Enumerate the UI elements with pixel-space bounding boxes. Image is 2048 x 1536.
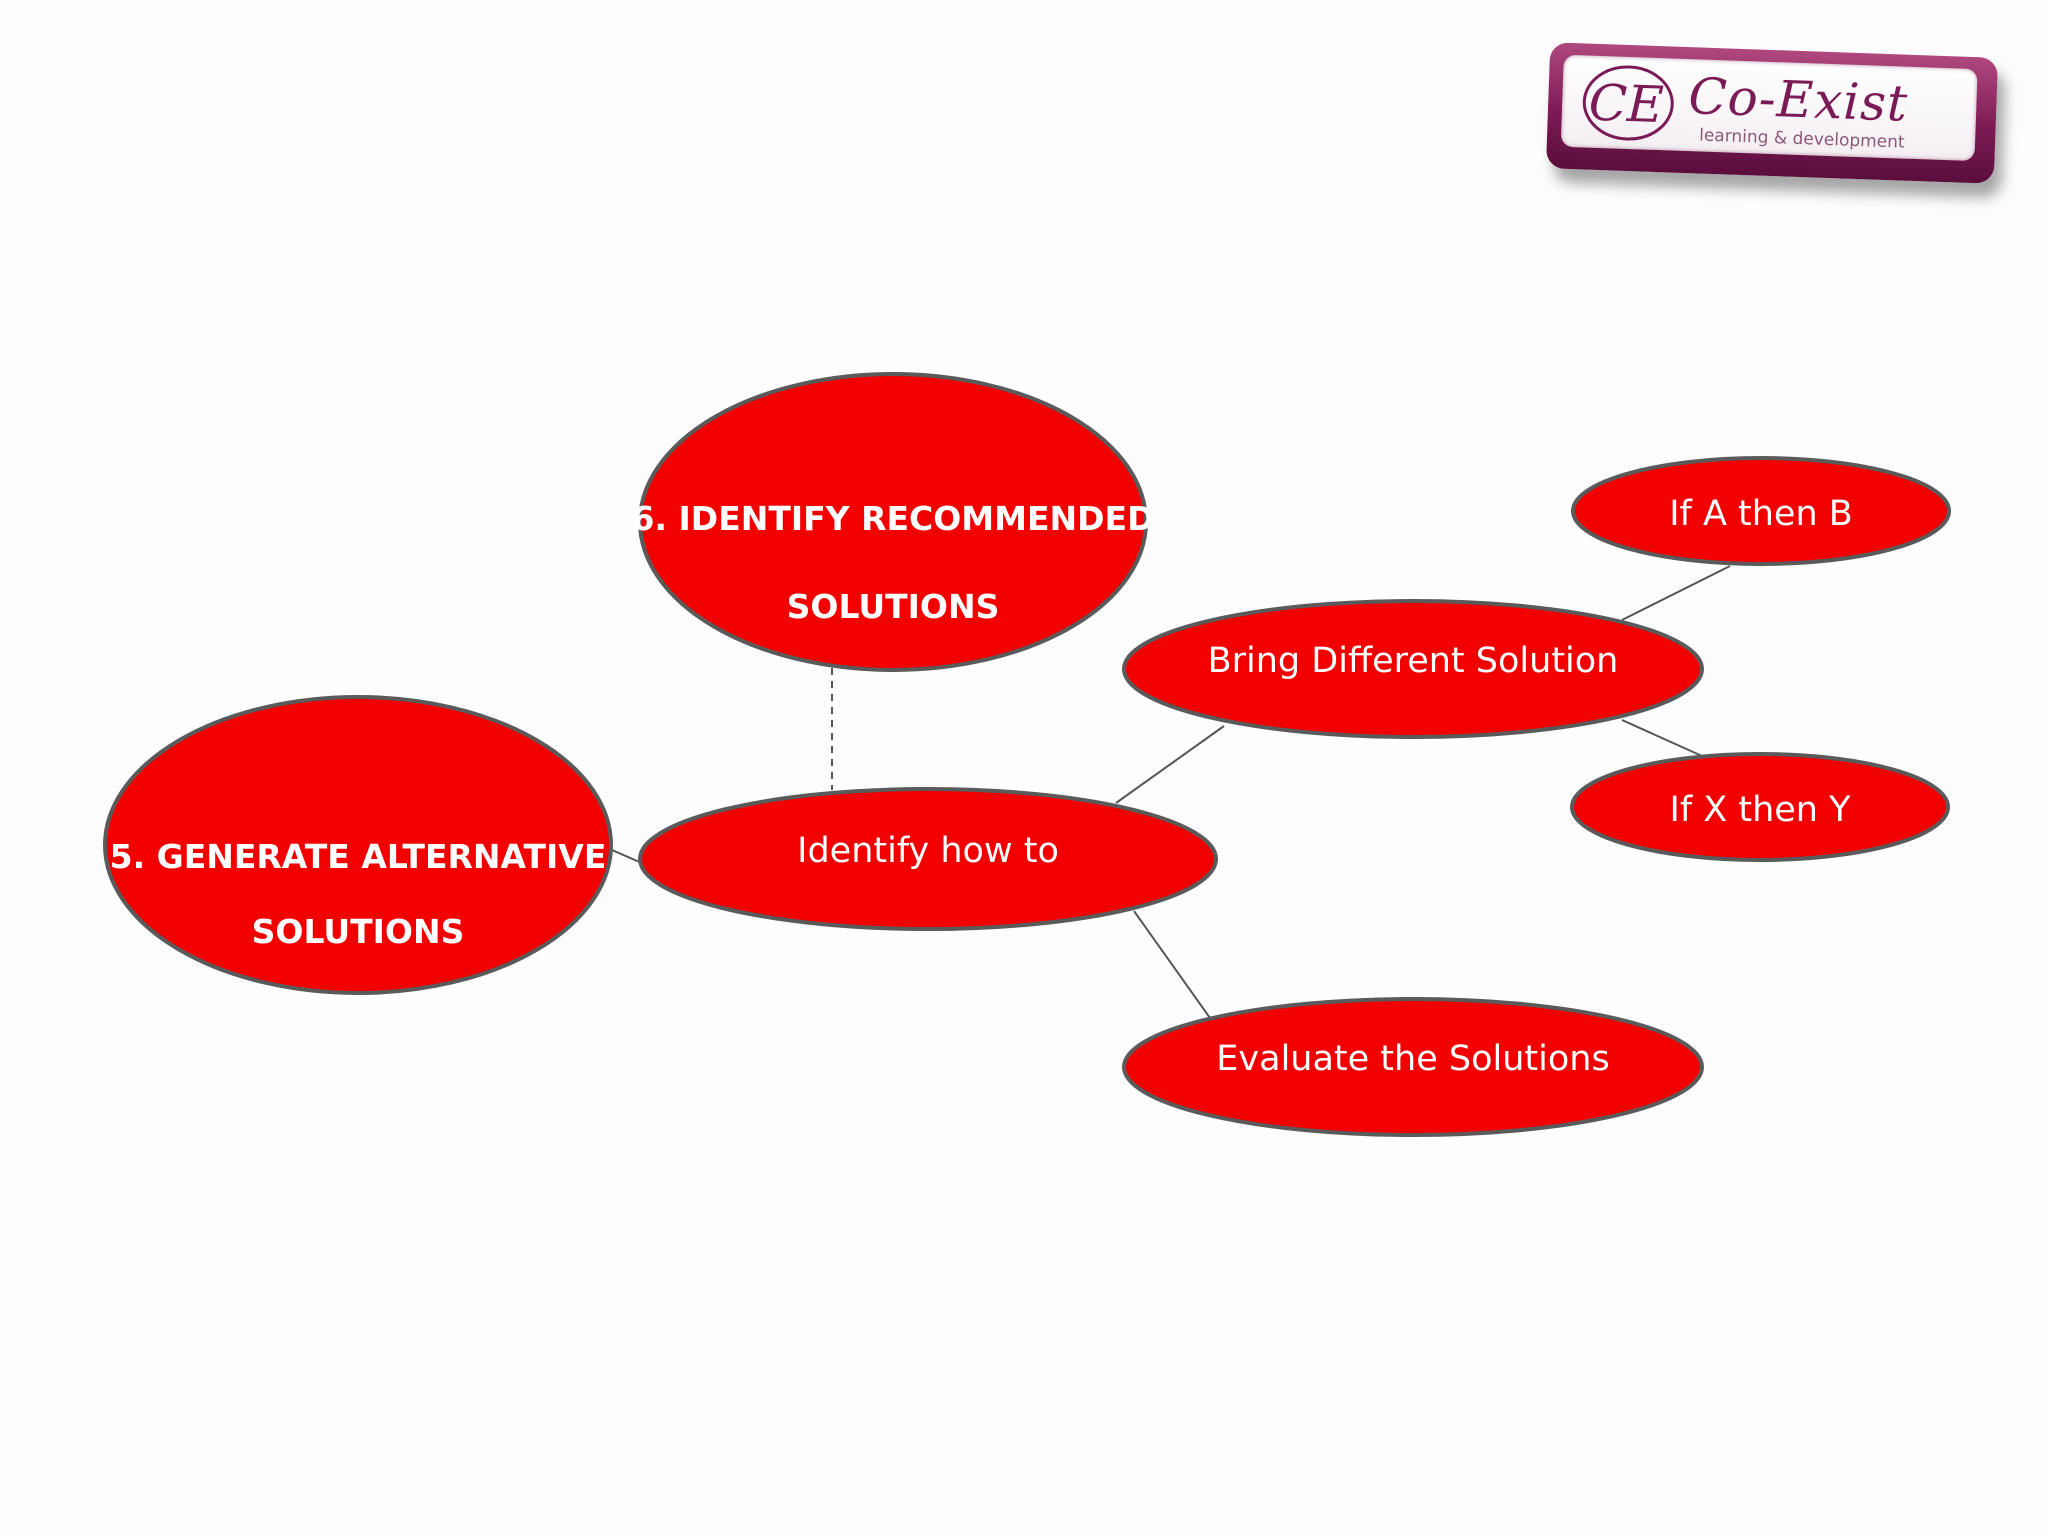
logo-ce-monogram-icon: CE xyxy=(1582,65,1674,141)
node-bring-different-solution-label: Bring Different Solution xyxy=(1208,641,1619,681)
node-identify-how-to: Identify how to xyxy=(638,787,1218,931)
logo-plate: CE Co-Exist learning & development xyxy=(1545,42,1999,184)
svg-text:CE: CE xyxy=(1588,74,1665,135)
connector-identify-evaluate xyxy=(1133,910,1211,1019)
node-identify-how-to-label: Identify how to xyxy=(797,831,1059,871)
node-step5-label-line2: SOLUTIONS xyxy=(252,912,465,951)
node-if-x-then-y: If X then Y xyxy=(1570,752,1950,862)
node-if-a-then-b-label: If A then B xyxy=(1669,494,1853,534)
node-evaluate-the-solutions: Evaluate the Solutions xyxy=(1122,997,1704,1137)
node-step6-label-line1: 6. IDENTIFY RECOMMENDED xyxy=(632,499,1155,538)
connector-identify-bring xyxy=(1115,725,1225,804)
connector-bring-ifa xyxy=(1621,565,1731,621)
node-if-x-then-y-label: If X then Y xyxy=(1670,790,1852,830)
logo-name: Co-Exist xyxy=(1687,67,1910,133)
node-step6: 6. IDENTIFY RECOMMENDED SOLUTIONS xyxy=(632,372,1155,672)
node-step6-label-line2: SOLUTIONS xyxy=(787,587,1000,626)
node-if-a-then-b: If A then B xyxy=(1571,456,1951,566)
node-bring-different-solution: Bring Different Solution xyxy=(1122,599,1704,739)
node-evaluate-the-solutions-label: Evaluate the Solutions xyxy=(1216,1039,1609,1079)
node-step5-label-line1: 5. GENERATE ALTERNATIVE xyxy=(110,837,607,876)
co-exist-logo: CE Co-Exist learning & development xyxy=(1545,42,2006,200)
logo-face: CE Co-Exist learning & development xyxy=(1560,54,1978,162)
connector-bring-ifx xyxy=(1621,719,1703,757)
node-step5: 5. GENERATE ALTERNATIVE SOLUTIONS xyxy=(103,695,613,995)
